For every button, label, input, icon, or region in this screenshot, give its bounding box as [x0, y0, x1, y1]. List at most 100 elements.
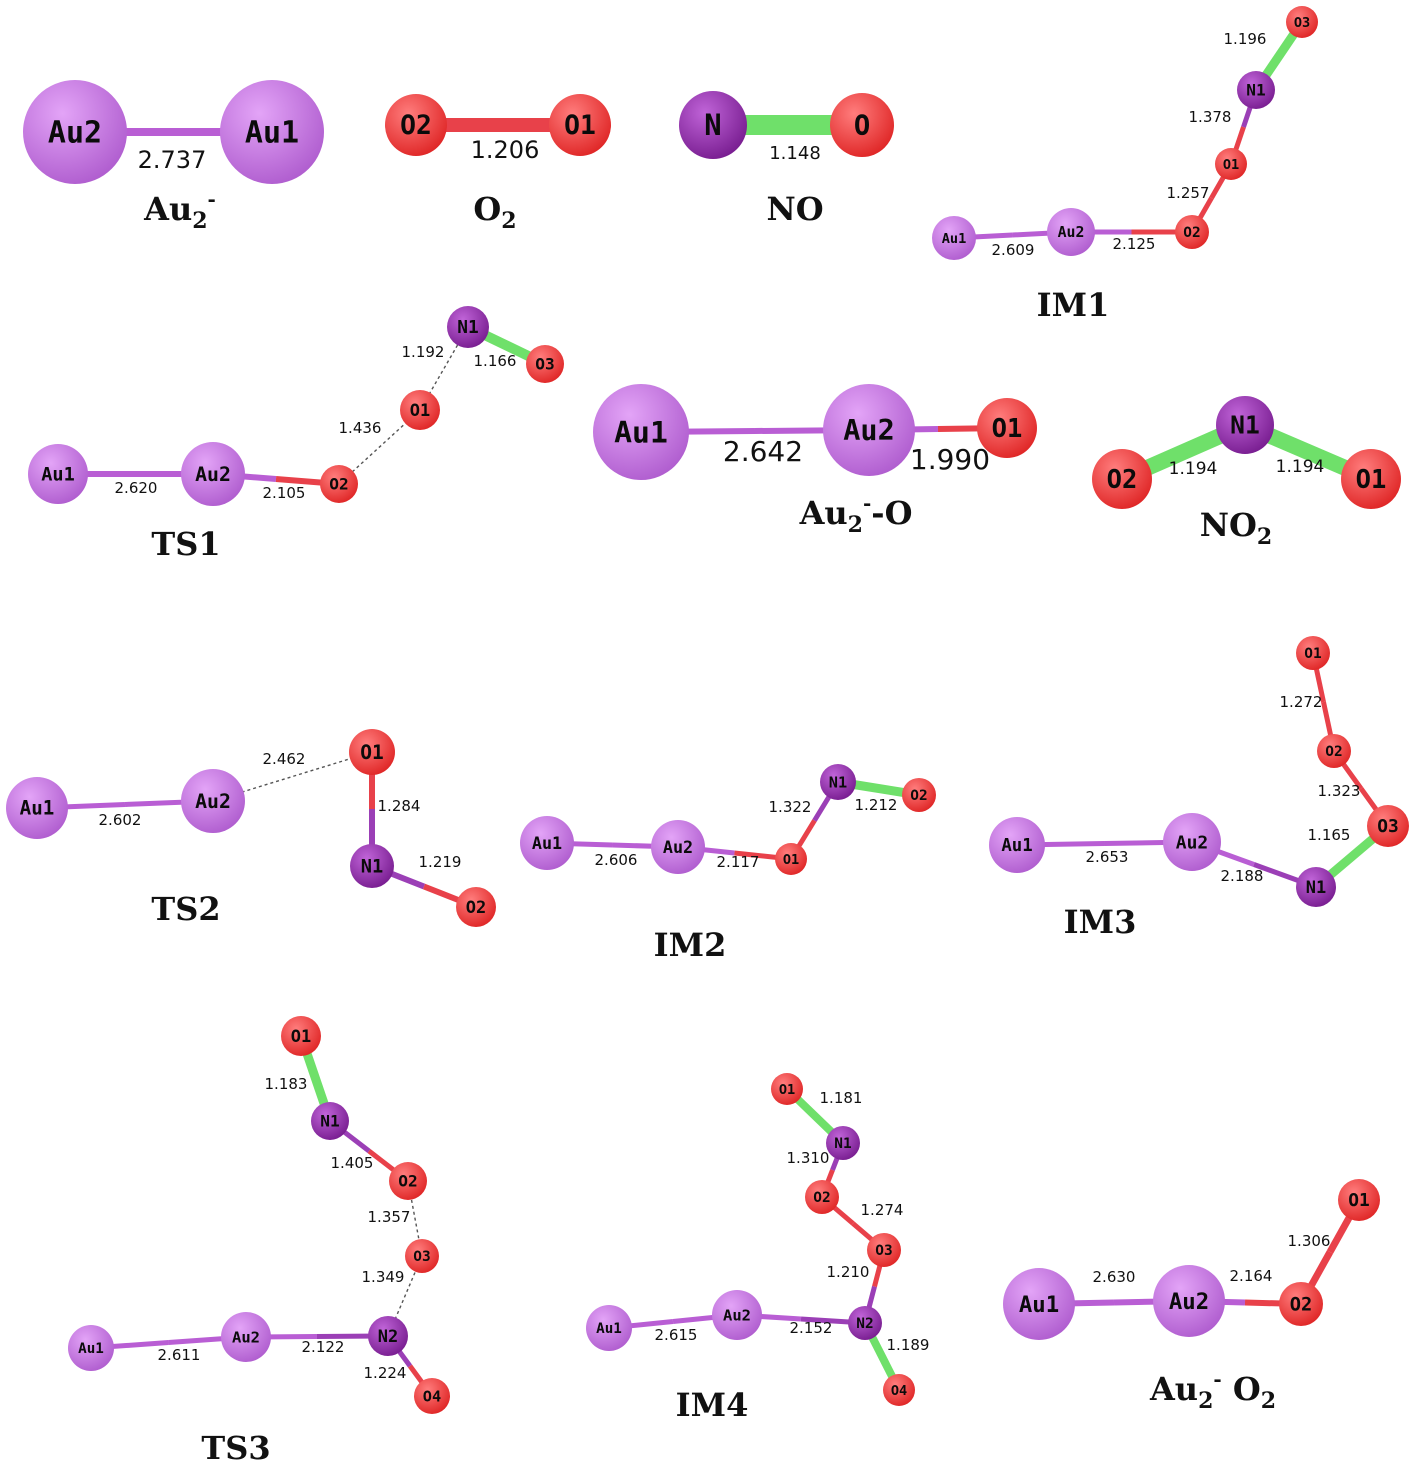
atom-au-im4: Au2	[712, 1290, 762, 1340]
atom-label: N1	[457, 317, 479, 338]
atom-sphere	[1175, 215, 1209, 249]
atom-label: O1	[1348, 1190, 1370, 1211]
bond-length-label: 2.620	[115, 479, 158, 497]
atom-o-ts3: O2	[389, 1162, 427, 1200]
atom-label: O2	[813, 1190, 830, 1206]
atom-n-ts1: N1	[447, 306, 489, 348]
bond-length-label: 1.405	[331, 1154, 374, 1172]
bond-length-label: 2.164	[1230, 1267, 1273, 1285]
atom-o-ts3: O4	[414, 1378, 450, 1414]
atom-sphere	[848, 1306, 882, 1340]
bond-length-label: 1.357	[368, 1208, 411, 1226]
atom-o-im4: O4	[883, 1374, 915, 1406]
atom-au-ts2: Au2	[181, 769, 245, 833]
atom-o-ts2: O2	[456, 887, 496, 927]
atom-sphere	[586, 1305, 632, 1351]
bond-length-label: 1.284	[378, 797, 421, 815]
atom-label: O2	[466, 898, 486, 918]
atom-label: N1	[1230, 411, 1260, 440]
atom-sphere	[1163, 813, 1221, 871]
atom-n-no2: N1	[1216, 396, 1274, 454]
molecule-label-im1: IM1	[1037, 286, 1110, 324]
bond-length-label: 2.609	[992, 241, 1035, 259]
atom-n-ts3: N1	[311, 1102, 349, 1140]
atom-sphere	[867, 1233, 901, 1267]
atom-label: Au1	[78, 1341, 104, 1357]
atom-label: O2	[1183, 225, 1200, 241]
atom-label: Au1	[1001, 836, 1032, 856]
atom-au-au2-o: Au1	[593, 384, 689, 480]
atom-n-no: N	[679, 91, 747, 159]
atom-n-ts3: N2	[368, 1316, 408, 1356]
atom-label: O	[854, 111, 870, 142]
atom-o-ts1: O1	[400, 390, 440, 430]
atom-sphere	[1237, 71, 1275, 109]
bond-length-label: 1.274	[861, 1201, 904, 1219]
bond-length-label: 2.737	[138, 146, 207, 174]
atom-label: Au2	[195, 463, 231, 486]
atom-label: O1	[291, 1027, 311, 1047]
atom-sphere	[1216, 396, 1274, 454]
bond-length-label: 2.188	[1221, 867, 1264, 885]
atom-n-ts2: N1	[350, 844, 394, 888]
atom-label: Au2	[663, 837, 693, 857]
bond-length-label: 1.181	[820, 1089, 863, 1107]
molecule-label-im4: IM4	[676, 1386, 749, 1424]
atom-sphere	[932, 216, 976, 260]
atom-sphere	[520, 816, 574, 870]
bond-length-label: 1.323	[1318, 782, 1361, 800]
atom-label: O3	[875, 1243, 892, 1259]
bond-length-label: 1.166	[474, 352, 517, 370]
atom-o-no: O	[830, 93, 894, 157]
bond-length-label: 1.306	[1288, 1232, 1331, 1250]
atom-sphere	[405, 1239, 439, 1273]
atom-sphere	[385, 94, 447, 156]
bond-length-label: 2.653	[1086, 848, 1129, 866]
atom-label: Au1	[614, 415, 668, 450]
atom-label: Au2	[48, 116, 102, 151]
atom-sphere	[221, 1312, 271, 1362]
atom-sphere	[400, 390, 440, 430]
bond-length-label: 2.117	[717, 853, 760, 871]
atom-label: Au2	[1058, 223, 1085, 241]
atom-label: O4	[423, 1387, 441, 1405]
atom-label: Au2	[1169, 1289, 1209, 1315]
bond-length-label: 2.602	[99, 811, 142, 829]
atom-o-ts1: O3	[526, 345, 564, 383]
atom-label: O3	[413, 1249, 430, 1265]
molecule-label-no2: NO2	[1200, 506, 1272, 550]
atom-sphere	[320, 465, 358, 503]
atom-label: O1	[783, 852, 799, 868]
bond-length-label: 1.212	[855, 796, 898, 814]
atom-label: Au2	[1176, 832, 1208, 853]
bond-length-label: 1.196	[1224, 30, 1267, 48]
atom-o-no2: O2	[1092, 449, 1152, 509]
atom-sphere	[1341, 449, 1401, 509]
atom-o-im3: O1	[1296, 636, 1330, 670]
atom-label: Au1	[41, 465, 75, 486]
atom-o-im4: O3	[867, 1233, 901, 1267]
atom-label: O1	[410, 401, 430, 421]
bond-length-label: 1.349	[362, 1268, 405, 1286]
atom-o-no2: O1	[1341, 449, 1401, 509]
bond-length-label: 1.148	[769, 143, 821, 164]
bond-ts2-1	[212, 751, 373, 802]
bond-length-label: 1.272	[1280, 693, 1323, 711]
atom-o-im4: O2	[805, 1180, 839, 1214]
atom-o-o2: O2	[385, 94, 447, 156]
atom-o-im2: O2	[902, 778, 936, 812]
bond-length-label: 1.206	[471, 136, 540, 164]
atom-au-au2-anion: Au1	[220, 80, 324, 184]
atom-label: O2	[1290, 1295, 1313, 1316]
atom-au-im1: Au2	[1047, 208, 1095, 256]
atom-sphere	[1092, 449, 1152, 509]
atom-label: O2	[329, 475, 348, 494]
atom-label: N1	[834, 1136, 851, 1152]
atom-au-im2: Au2	[651, 820, 705, 874]
atom-o-im1: O2	[1175, 215, 1209, 249]
atom-sphere	[823, 384, 915, 476]
molecule-label-im3: IM3	[1064, 903, 1137, 941]
atom-sphere	[1003, 1268, 1075, 1340]
atom-sphere	[181, 442, 245, 506]
